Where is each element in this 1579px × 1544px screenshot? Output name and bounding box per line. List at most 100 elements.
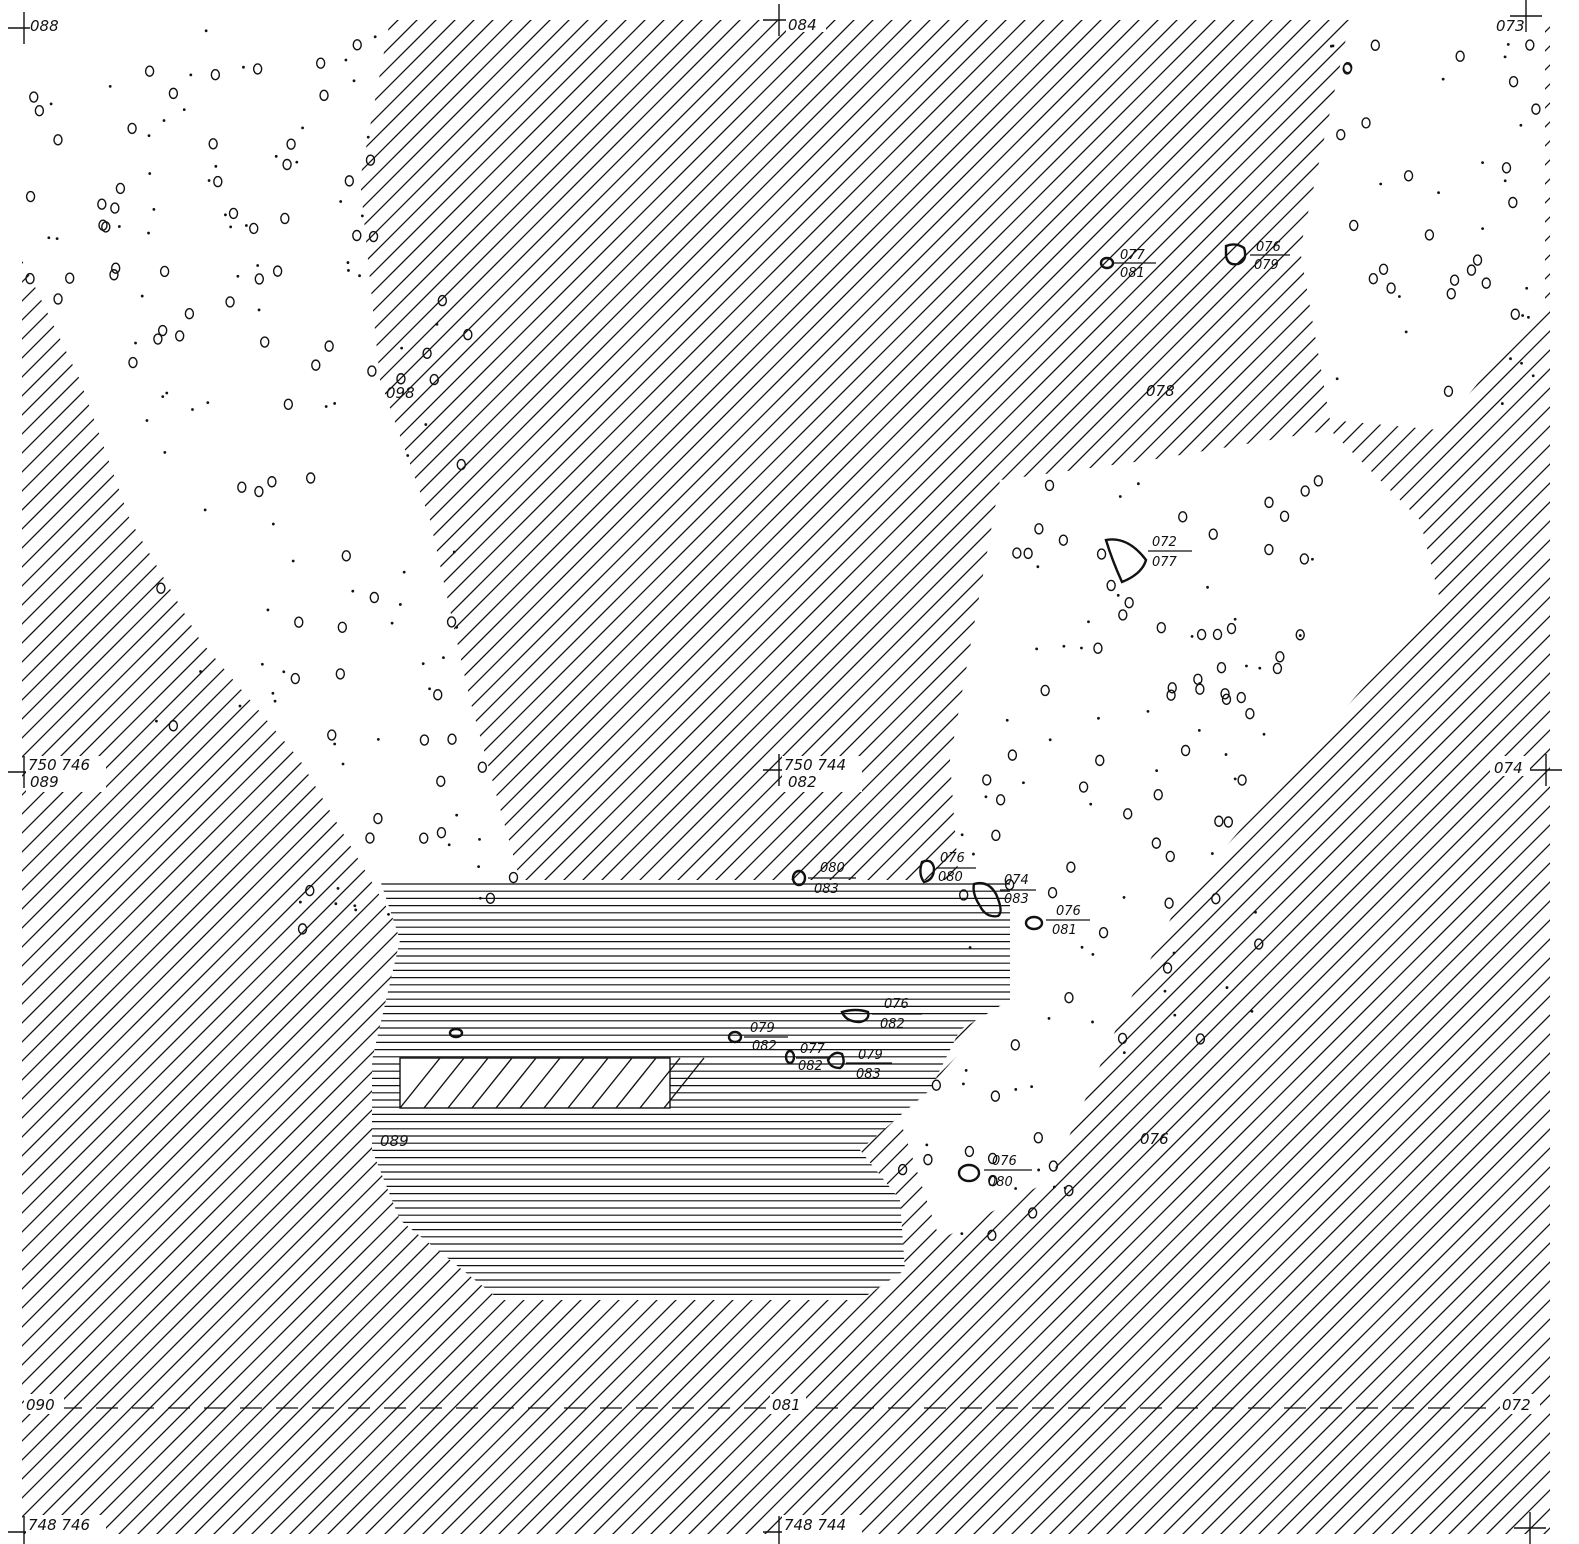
stipple-circle	[1064, 1184, 1074, 1197]
stipple-dot	[346, 261, 350, 264]
label-top-right: 073	[1496, 17, 1525, 35]
hatch-line	[1553, 0, 1579, 1544]
stipple-dot	[347, 269, 350, 272]
stipple-dot	[1224, 753, 1228, 756]
stipple-dot	[1037, 1168, 1041, 1172]
hatch-line	[688, 672, 1550, 1534]
stipple-dot	[390, 621, 394, 625]
stipple-circle	[53, 134, 63, 146]
label-top-center: 084	[788, 16, 817, 34]
stipple-circle	[1040, 684, 1050, 697]
stipple-circle	[436, 826, 447, 839]
stipple-circle	[1033, 1132, 1044, 1144]
hatch-line	[22, 20, 1406, 1404]
stipple-dot	[455, 625, 459, 629]
stipple-circle	[987, 1229, 997, 1242]
hatch-line	[1277, 1261, 1550, 1534]
stipple-circle	[1064, 991, 1074, 1004]
svg-text:083: 083	[1004, 892, 1029, 907]
stipple-dot	[398, 603, 402, 606]
stipple-circle	[156, 582, 166, 594]
stipple-dot	[1331, 44, 1335, 48]
stipple-circle	[1295, 629, 1305, 641]
stipple-dot	[140, 294, 144, 298]
stipple-dot	[182, 108, 186, 112]
outcrop-feature: 076 080	[957, 1154, 1032, 1190]
hatch-line	[615, 1057, 657, 1109]
hatch-line	[22, 20, 665, 663]
stipple-circle	[1165, 850, 1175, 863]
stipple-circle	[1336, 128, 1346, 141]
stipple-dot	[1525, 286, 1529, 290]
stipple-circle	[341, 550, 351, 562]
stipple-circle	[433, 689, 443, 701]
outcrop-feature: 076 080	[919, 851, 976, 885]
stipple-circle	[1211, 893, 1221, 905]
stipple-dot	[1062, 644, 1066, 648]
stipple-circle	[184, 307, 195, 320]
hatch-line	[1163, 1147, 1550, 1534]
stipple-dot	[1155, 769, 1159, 773]
stipple-circle	[344, 175, 355, 187]
hatch-line	[1030, 1014, 1550, 1534]
svg-text:076: 076	[992, 1154, 1017, 1169]
stipple-dot	[274, 154, 278, 158]
stipple-circle	[1313, 475, 1324, 487]
stipple-dot	[452, 550, 456, 554]
hatch-line	[22, 20, 1254, 1252]
stipple-circle	[65, 272, 75, 284]
stipple-circle	[958, 889, 969, 901]
stipple-dot	[1379, 182, 1383, 186]
stipple-circle	[34, 104, 45, 117]
stipple-circle	[1023, 547, 1033, 560]
stipple-dot	[1233, 777, 1237, 781]
stipple-dot	[1173, 1013, 1177, 1017]
stipple-dot	[242, 65, 245, 69]
stipple-dot	[273, 699, 277, 703]
stipple-dot	[1080, 646, 1083, 650]
hatch-line	[1220, 1204, 1550, 1534]
svg-text:076: 076	[1056, 904, 1081, 919]
stipple-dot	[189, 73, 193, 77]
stipple-dot	[271, 522, 275, 526]
area-label: 098	[386, 384, 415, 402]
stipple-dot	[421, 662, 425, 666]
hatch-line	[1572, 0, 1579, 1544]
stipple-dot	[147, 134, 151, 138]
stipple-dot	[1048, 738, 1052, 742]
stipple-circle	[272, 265, 283, 277]
hatch-line	[1011, 995, 1550, 1534]
stipple-dot	[229, 225, 233, 229]
stipple-circle	[1118, 609, 1128, 621]
hatch-line	[663, 1057, 705, 1109]
stipple-circle	[365, 832, 375, 844]
outcrop-feature: 079 082	[727, 1021, 788, 1054]
stipple-dot	[1116, 593, 1120, 597]
stipple-dot	[1035, 647, 1039, 651]
hatch-line	[639, 1057, 681, 1109]
stipple-circle	[228, 207, 239, 220]
stipple-dot	[1311, 557, 1314, 561]
hatch-line	[22, 20, 1444, 1442]
stipple-dot	[447, 843, 451, 847]
stipple-circle	[127, 122, 137, 135]
stipple-dot	[478, 837, 481, 841]
stipple-circle	[1508, 196, 1518, 209]
stipple-circle	[1096, 548, 1107, 560]
stipple-dot	[165, 391, 169, 395]
stipple-dot	[1298, 634, 1302, 637]
hatch-line	[22, 20, 646, 644]
svg-text:079: 079	[750, 1021, 775, 1036]
svg-text:082: 082	[752, 1039, 777, 1054]
stipple-dot	[428, 687, 431, 691]
stipple-circle	[429, 373, 439, 386]
stipple-circle	[419, 734, 430, 746]
stipple-circle	[1272, 662, 1283, 675]
stipple-circle	[254, 485, 264, 498]
stipple-circle	[335, 668, 346, 680]
hatch-line	[1182, 1166, 1550, 1534]
label-dashed-center: 081	[772, 1396, 801, 1414]
stipple-dot	[1089, 802, 1093, 806]
hatch-line	[567, 1057, 609, 1109]
stipple-circle	[1106, 579, 1116, 592]
